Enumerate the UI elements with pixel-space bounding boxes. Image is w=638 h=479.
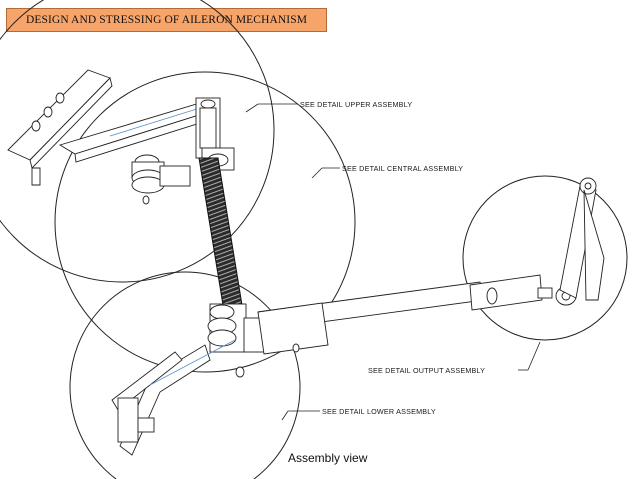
detail-circle-lower <box>69 271 301 479</box>
lower-clevis <box>207 303 265 378</box>
upper-joint <box>195 97 235 171</box>
callout-central-assembly: SEE DETAIL CENTRAL ASSEMBLY <box>342 164 463 173</box>
output-bellcrank <box>555 177 605 306</box>
title-banner: DESIGN AND STRESSING OF AILERON MECHANIS… <box>6 8 327 32</box>
leader-lines <box>245 103 541 421</box>
page-title: DESIGN AND STRESSING OF AILERON MECHANIS… <box>25 14 308 26</box>
upper-arm <box>58 102 217 163</box>
detail-circle-upper <box>0 0 275 283</box>
detail-circle-output <box>462 175 628 341</box>
lower-bracket <box>111 339 236 456</box>
central-clevis <box>131 154 191 205</box>
upper-bracket <box>7 69 113 186</box>
output-tube <box>257 274 553 355</box>
callout-upper-assembly: SEE DETAIL UPPER ASSEMBLY <box>300 100 412 109</box>
callout-output-assembly: SEE DETAIL OUTPUT ASSEMBLY <box>368 366 485 375</box>
callout-lower-assembly: SEE DETAIL LOWER ASSEMBLY <box>322 407 436 416</box>
detail-circle-central <box>54 71 356 373</box>
figure-caption: Assembly view <box>288 451 368 465</box>
